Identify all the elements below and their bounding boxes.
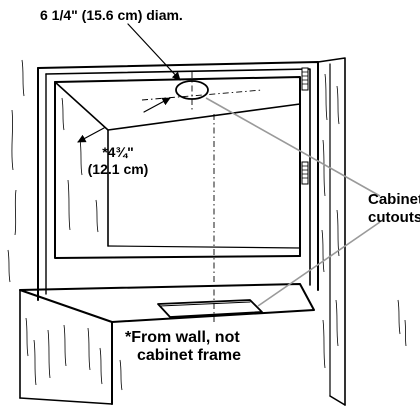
leader-lines <box>77 23 381 307</box>
range-hood <box>19 283 315 405</box>
note-line1: *From wall, not <box>125 329 240 346</box>
hinge-lower-icon <box>301 161 309 185</box>
round-cabinet-cutout <box>141 72 263 112</box>
wall-texture <box>7 59 407 391</box>
offset-label-line2: (12.1 cm) <box>88 161 149 177</box>
rectangular-hood-cutout <box>157 299 263 318</box>
cutouts-label-line2: cutouts <box>368 209 420 226</box>
upper-cabinet <box>54 76 301 259</box>
note-line2: cabinet frame <box>137 347 241 364</box>
cabinet-frame <box>37 57 346 406</box>
hinge-upper-icon <box>301 67 309 91</box>
offset-label-line1: *4¾" <box>102 144 134 160</box>
diameter-label: 6 1/4" (15.6 cm) diam. <box>40 7 183 23</box>
cutouts-label-line1: Cabinet <box>368 191 420 208</box>
